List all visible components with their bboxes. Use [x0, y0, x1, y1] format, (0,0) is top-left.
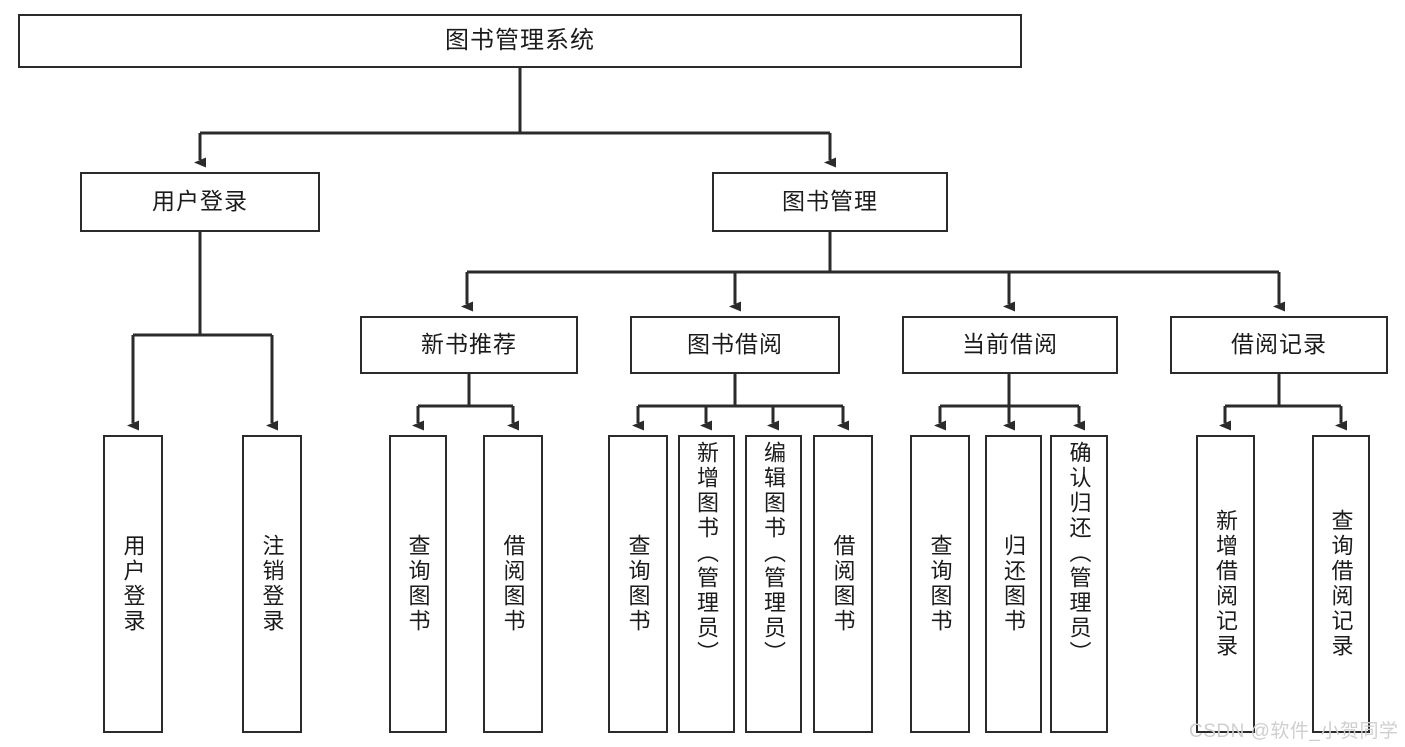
leaf-borrow-edit-book-admin[interactable]: 编辑图书（管理员）	[745, 435, 802, 733]
leaf-label: 借阅图书	[830, 534, 856, 634]
leaf-user-login-login[interactable]: 用户登录	[103, 435, 163, 733]
node-book-management[interactable]: 图书管理	[712, 172, 948, 232]
leaf-label: 新增图书（管理员）	[694, 441, 720, 666]
node-borrow-record[interactable]: 借阅记录	[1170, 316, 1388, 374]
leaf-current-confirm-return-admin[interactable]: 确认归还（管理员）	[1050, 435, 1108, 733]
leaf-current-query-book[interactable]: 查询图书	[910, 435, 970, 733]
leaf-label: 查询借阅记录	[1328, 509, 1354, 659]
node-root-system[interactable]: 图书管理系统	[18, 14, 1022, 68]
leaf-label: 查询图书	[405, 534, 431, 634]
watermark-text: CSDN @软件_小贺同学	[1189, 721, 1399, 742]
leaf-label: 编辑图书（管理员）	[761, 441, 787, 666]
node-current-borrow[interactable]: 当前借阅	[902, 316, 1118, 374]
leaf-recommend-borrow-book[interactable]: 借阅图书	[483, 435, 543, 733]
leaf-label: 注销登录	[259, 534, 285, 634]
leaf-current-return-book[interactable]: 归还图书	[985, 435, 1042, 733]
leaf-label: 用户登录	[120, 534, 146, 634]
leaf-borrow-add-book-admin[interactable]: 新增图书（管理员）	[678, 435, 735, 733]
leaf-label: 借阅图书	[500, 534, 526, 634]
node-book-borrow[interactable]: 图书借阅	[630, 316, 840, 374]
leaf-label: 查询图书	[927, 534, 953, 634]
leaf-borrow-borrow-book[interactable]: 借阅图书	[813, 435, 873, 733]
leaf-record-add-record[interactable]: 新增借阅记录	[1196, 435, 1255, 733]
leaf-recommend-query-book[interactable]: 查询图书	[389, 435, 447, 733]
leaf-label: 查询图书	[625, 534, 651, 634]
node-new-book-recommend[interactable]: 新书推荐	[360, 316, 578, 374]
leaf-label: 新增借阅记录	[1213, 509, 1239, 659]
leaf-label: 归还图书	[1001, 534, 1027, 634]
node-user-login[interactable]: 用户登录	[80, 172, 320, 232]
leaf-borrow-query-book[interactable]: 查询图书	[608, 435, 668, 733]
leaf-label: 确认归还（管理员）	[1066, 441, 1092, 666]
leaf-user-login-logout[interactable]: 注销登录	[242, 435, 302, 733]
leaf-record-query-record[interactable]: 查询借阅记录	[1312, 435, 1370, 733]
